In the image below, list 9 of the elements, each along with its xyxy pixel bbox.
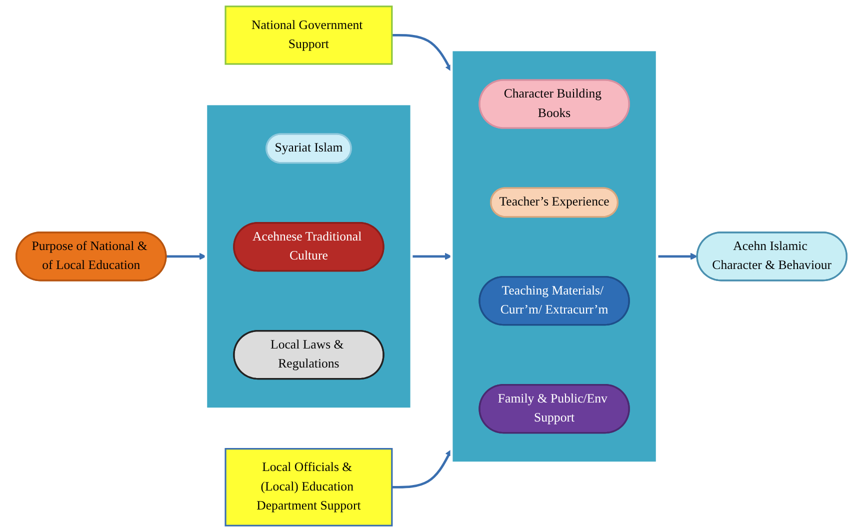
arrow bbox=[392, 34, 452, 72]
cluster bbox=[204, 102, 413, 410]
arrow bbox=[412, 252, 452, 260]
arrow bbox=[166, 252, 206, 260]
cluster bbox=[450, 48, 658, 464]
arrow bbox=[657, 252, 698, 260]
arrow bbox=[392, 449, 452, 488]
node-box: National Government Support bbox=[224, 6, 393, 65]
node-box: Local Officials & (Local) Education Department Support bbox=[224, 448, 393, 526]
